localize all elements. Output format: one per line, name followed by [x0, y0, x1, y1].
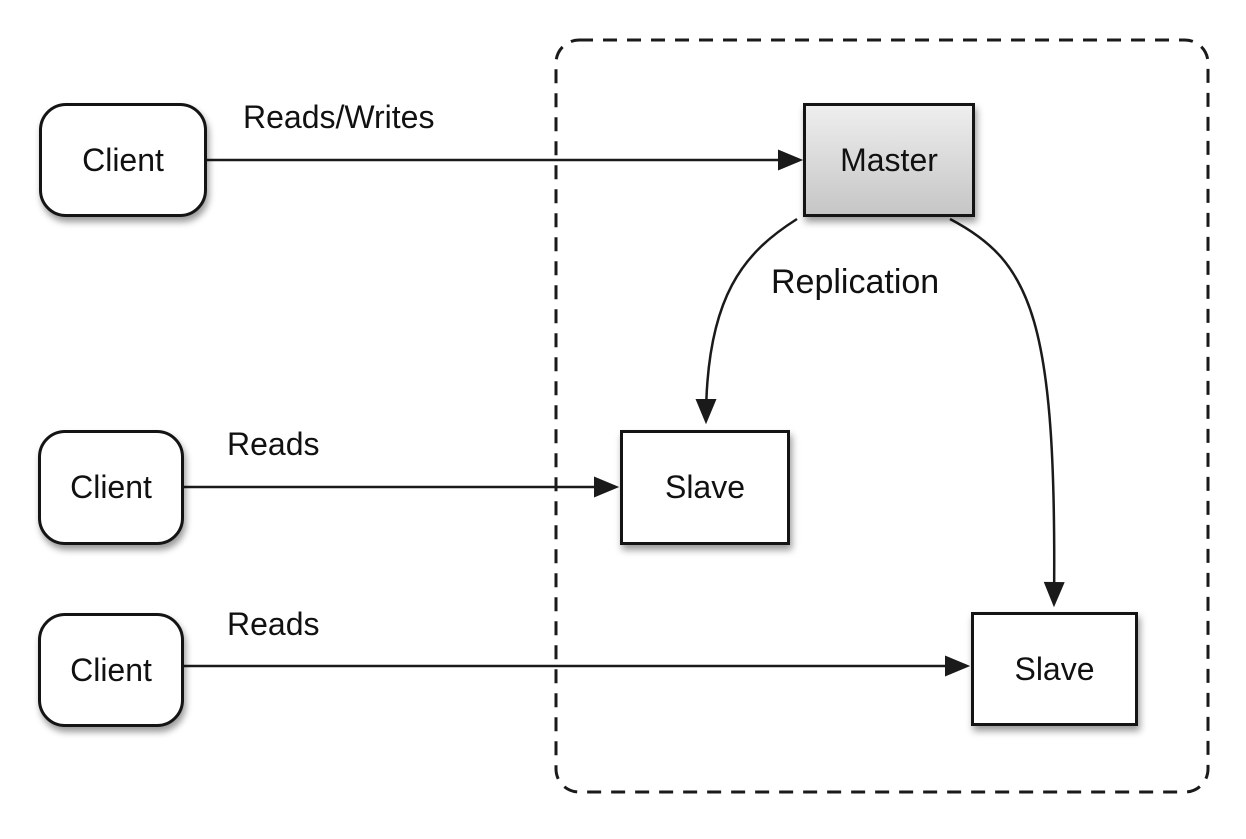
client-node-2: Client — [38, 430, 184, 545]
replication-arrow-right — [949, 217, 1065, 608]
reads-writes-edge-label: Reads/Writes — [243, 99, 435, 135]
client-node-1-label: Client — [82, 141, 164, 178]
replication-zone-dashed-border — [554, 38, 1210, 794]
client-node-3-label: Client — [70, 651, 152, 688]
slave-node-2-label: Slave — [1014, 650, 1095, 687]
client-node-2-label: Client — [70, 469, 152, 505]
master-node-label: Master — [840, 141, 938, 178]
client-node-1: Client — [39, 103, 207, 217]
reads-edge-label-2: Reads — [227, 606, 320, 642]
replication-arrow-left — [695, 217, 798, 425]
master-node: Master — [803, 103, 975, 217]
client-node-3: Client — [38, 613, 184, 727]
replication-edge-label: Replication — [771, 263, 940, 301]
slave-node-1: Slave — [620, 430, 790, 545]
reads-edge-label-1: Reads — [227, 426, 320, 462]
slave-node-1-label: Slave — [664, 469, 746, 505]
slave-node-2: Slave — [971, 612, 1138, 726]
